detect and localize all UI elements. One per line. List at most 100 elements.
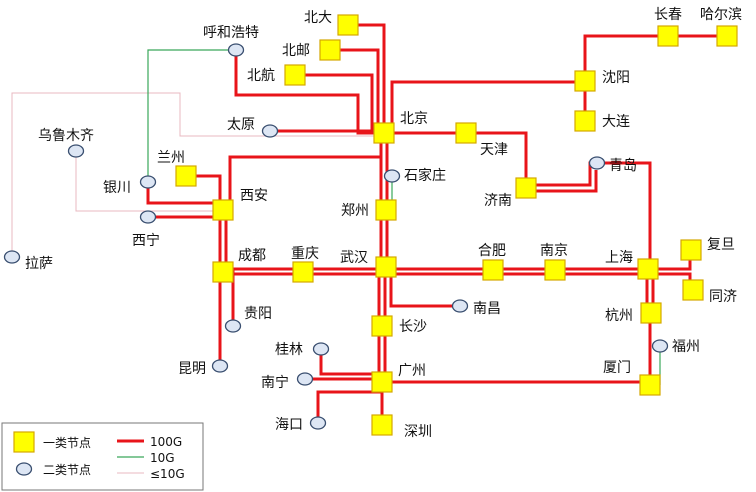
label-yinchuan: 银川: [103, 180, 131, 196]
node-fuzhou[interactable]: [651, 339, 669, 353]
links-low: [11, 92, 384, 257]
node-lasa[interactable]: [3, 250, 21, 264]
class1-nodes: [175, 14, 738, 436]
node-changsha[interactable]: [371, 315, 393, 337]
node-guilin[interactable]: [312, 342, 330, 356]
node-haikou[interactable]: [309, 416, 327, 430]
link-qingdao-shanghai: [597, 161, 652, 269]
label-qingdao: 青岛: [609, 158, 637, 174]
link-lasa-beijing: [11, 92, 384, 257]
label-guangzhou: 广州: [398, 363, 426, 379]
label-changchun: 长春: [654, 7, 682, 23]
node-jinan[interactable]: [515, 177, 537, 199]
node-guangzhou[interactable]: [371, 371, 393, 393]
label-beijing: 北京: [400, 111, 428, 127]
node-tianjin[interactable]: [455, 122, 477, 144]
legend-class2-label: 二类节点: [43, 463, 91, 477]
label-guiyang: 贵阳: [244, 306, 272, 322]
link-shenyang-changchun: [583, 34, 668, 82]
label-changsha: 长沙: [399, 319, 427, 335]
node-yinchuan[interactable]: [139, 175, 157, 189]
node-fudan[interactable]: [680, 239, 702, 261]
link-tianjin-jinan: [466, 131, 528, 188]
node-beiyou[interactable]: [319, 39, 341, 61]
label-hefei: 合肥: [478, 243, 506, 259]
node-chongqing[interactable]: [292, 261, 314, 283]
node-taiyuan[interactable]: [261, 124, 279, 138]
label-tianjin: 天津: [480, 142, 508, 158]
label-chengdu: 成都: [238, 248, 266, 264]
node-shenzhen[interactable]: [371, 414, 393, 436]
node-wulumuqi[interactable]: [67, 144, 85, 158]
node-zhengzhou[interactable]: [375, 199, 397, 221]
node-labels: 北大 北邮 北航 呼和浩特 北京 太原 天津 石家庄 济南 青岛 长春 哈尔滨 …: [25, 7, 742, 440]
links-100g: [146, 23, 727, 425]
label-lasa: 拉萨: [25, 256, 53, 272]
label-shenyang: 沈阳: [602, 70, 630, 86]
link-beijing-shenyang: [390, 80, 585, 133]
link-wulumuqi-xian: [75, 151, 223, 212]
node-dalian[interactable]: [574, 110, 596, 132]
link-haikou-guangzhou: [316, 390, 382, 423]
node-huhehaote[interactable]: [227, 43, 245, 57]
node-beida[interactable]: [337, 14, 359, 36]
label-nanning: 南宁: [261, 374, 289, 391]
label-tongji: 同济: [709, 289, 737, 305]
link-beihang-beijing: [295, 73, 374, 133]
link-lanzhou-xian: [186, 174, 222, 210]
link-jinan-qingdao-lower: [526, 170, 598, 193]
legend-class1-label: 一类节点: [43, 436, 91, 450]
node-guiyang[interactable]: [224, 319, 242, 333]
legend-low-label: ≤10G: [150, 467, 185, 481]
label-guilin: 桂林: [275, 342, 303, 358]
node-hangzhou[interactable]: [640, 302, 662, 324]
link-huhehaote-beijing: [234, 50, 384, 135]
link-yinchuan-xian: [146, 182, 223, 205]
node-nanchang[interactable]: [451, 299, 469, 313]
node-beihang[interactable]: [284, 64, 306, 86]
label-wuhan: 武汉: [340, 250, 368, 266]
node-qingdao[interactable]: [588, 156, 606, 170]
node-shanghai[interactable]: [637, 258, 659, 280]
label-kunming: 昆明: [178, 361, 206, 377]
label-xiamen: 厦门: [603, 360, 631, 376]
node-haerbin[interactable]: [716, 25, 738, 47]
node-kunming[interactable]: [211, 359, 229, 373]
node-nanjing[interactable]: [544, 259, 566, 281]
node-changchun[interactable]: [657, 25, 679, 47]
label-shenzhen: 深圳: [404, 424, 432, 440]
link-wuhan-nanchang: [389, 274, 460, 308]
label-nanjing: 南京: [540, 243, 568, 259]
label-zhengzhou: 郑州: [341, 203, 369, 219]
label-xining: 西宁: [132, 232, 160, 249]
label-haerbin: 哈尔滨: [700, 7, 742, 23]
node-xining[interactable]: [139, 210, 157, 224]
link-jinan-qingdao-upper: [526, 161, 597, 187]
link-beiyou-beijing: [330, 48, 380, 133]
node-tongji[interactable]: [682, 279, 704, 301]
node-lanzhou[interactable]: [175, 165, 197, 187]
label-haikou: 海口: [275, 417, 303, 433]
node-beijing[interactable]: [373, 122, 395, 144]
label-beihang: 北航: [247, 68, 275, 84]
label-xian: 西安: [240, 188, 268, 204]
node-wuhan[interactable]: [375, 256, 397, 278]
link-beijing-xian: [228, 155, 381, 210]
label-fuzhou: 福州: [672, 339, 700, 355]
node-xiamen[interactable]: [639, 374, 661, 396]
label-shanghai: 上海: [605, 250, 633, 266]
legend-100g-label: 100G: [150, 435, 182, 449]
node-shijiazhuang[interactable]: [383, 169, 401, 183]
legend-frame: [1, 422, 204, 491]
node-hefei[interactable]: [482, 259, 504, 281]
label-jinan: 济南: [484, 193, 512, 209]
label-chongqing: 重庆: [291, 246, 319, 262]
node-xian[interactable]: [212, 199, 234, 221]
label-lanzhou: 兰州: [157, 150, 185, 166]
legend-class2-icon: [15, 462, 33, 476]
node-shenyang[interactable]: [574, 70, 596, 92]
node-nanning[interactable]: [296, 372, 314, 386]
label-shijiazhuang: 石家庄: [404, 167, 446, 184]
node-chengdu[interactable]: [212, 261, 234, 283]
